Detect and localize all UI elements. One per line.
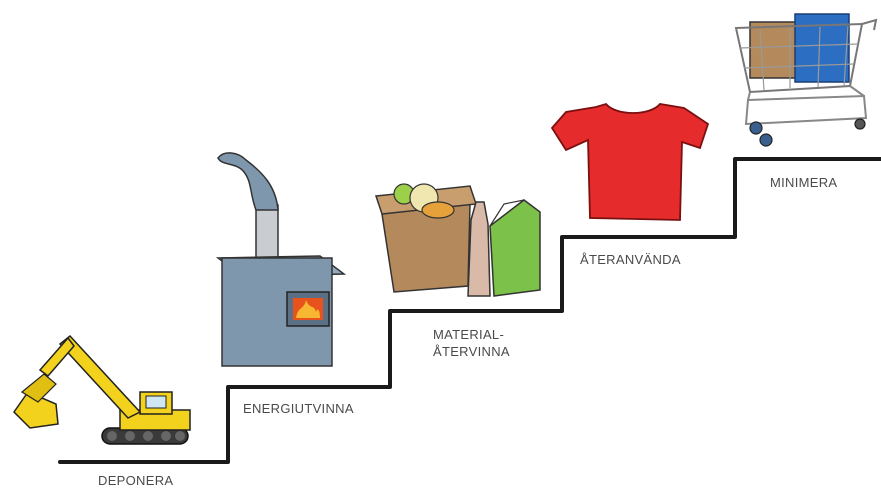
step-label-deponera: DEPONERA	[98, 472, 173, 489]
furnace-icon	[218, 153, 344, 366]
t-shirt-icon	[552, 104, 708, 220]
excavator-icon	[14, 336, 190, 444]
recycling-bag-icon	[376, 184, 540, 296]
shopping-cart-icon	[736, 14, 876, 146]
step-label-minimera: MINIMERA	[770, 174, 837, 191]
step-label-line: ÅTERANVÄNDA	[580, 251, 681, 268]
step-label-line: ENERGIUTVINNA	[243, 400, 354, 417]
step-label-line: MATERIAL-	[433, 326, 510, 343]
step-label-ateranvanda: ÅTERANVÄNDA	[580, 251, 681, 268]
step-label-energiutvinna: ENERGIUTVINNA	[243, 400, 354, 417]
step-label-line: MINIMERA	[770, 174, 837, 191]
step-label-materialatervinna: MATERIAL- ÅTERVINNA	[433, 326, 510, 360]
step-label-line: ÅTERVINNA	[433, 343, 510, 360]
step-label-line: DEPONERA	[98, 472, 173, 489]
